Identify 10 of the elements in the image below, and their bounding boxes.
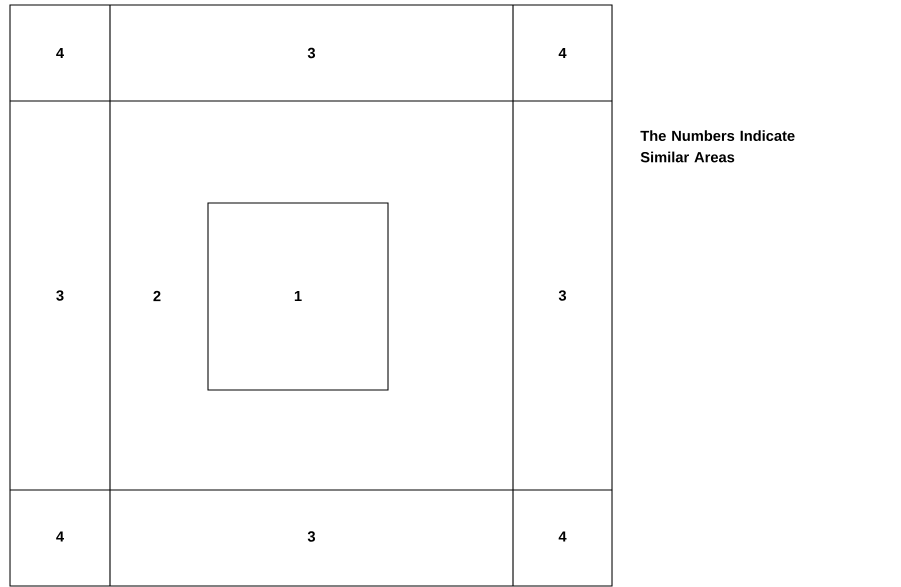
area-cell: 4 — [512, 489, 613, 587]
area-cell: 3 — [512, 100, 613, 491]
note-text: The Numbers Indicate Similar Areas — [640, 130, 795, 162]
area-cell: 4 — [9, 4, 111, 102]
area-cell: 3 — [109, 489, 514, 587]
area-cell: 4 — [512, 4, 613, 102]
inner-square: 1 — [207, 202, 389, 391]
area-cell: 4 — [9, 489, 111, 587]
area-cell: 3 — [109, 4, 514, 102]
area-cell: 3 — [9, 100, 111, 491]
